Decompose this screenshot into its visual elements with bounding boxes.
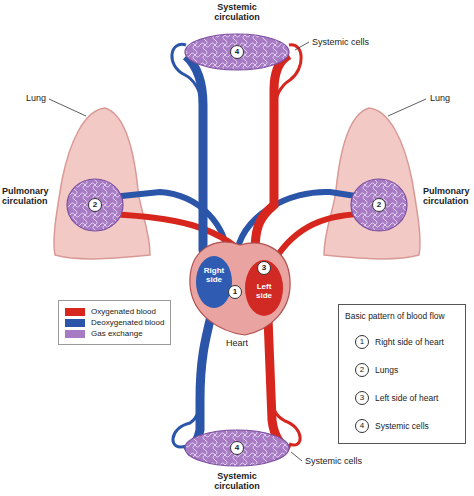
chamber-label: Right side	[201, 266, 227, 284]
part-label: Lung	[430, 93, 460, 103]
leader-line	[49, 99, 86, 116]
step-number: 4	[355, 419, 369, 433]
part-label: Systemic cells	[305, 456, 380, 466]
part-label: Systemic cells	[312, 37, 387, 47]
callout-number: 4	[230, 45, 244, 59]
region-title: Systemic circulation	[207, 2, 267, 23]
legend-entry: Deoxygenated blood	[65, 318, 164, 327]
legend: Oxygenated bloodDeoxygenated bloodGas ex…	[58, 300, 171, 345]
right-heart-chamber	[196, 256, 232, 308]
pulmonary-capillary-bed-right	[351, 179, 407, 231]
flow-box: Basic pattern of blood flow 1 Right side o…	[338, 304, 466, 444]
step-text: Left side of heart	[375, 393, 438, 403]
flow-step: 2 Lungs	[355, 363, 398, 377]
leader-line	[388, 99, 426, 116]
legend-text: Oxygenated blood	[91, 307, 156, 316]
step-number: 2	[355, 363, 369, 377]
step-text: Lungs	[375, 365, 398, 375]
legend-swatch	[65, 330, 85, 338]
leader-line	[295, 42, 309, 50]
heart-outline	[190, 242, 290, 335]
step-text: Systemic cells	[375, 421, 429, 431]
callout-number: 1	[228, 285, 242, 299]
part-label: Lung	[26, 93, 56, 103]
region-title: Pulmonary circulation	[423, 186, 473, 207]
systemic-capillary-bed-bottom	[185, 430, 289, 466]
aorta-descending	[268, 318, 289, 450]
left-lung	[54, 108, 150, 259]
step-number: 1	[355, 335, 369, 349]
flow-step: 4 Systemic cells	[355, 419, 429, 433]
legend-swatch	[65, 308, 85, 316]
legend-swatch	[65, 319, 85, 327]
flow-step: 3 Left side of heart	[355, 391, 438, 405]
legend-entry: Gas exchange	[65, 329, 164, 338]
left-heart-chamber	[245, 260, 283, 316]
callout-number: 4	[230, 441, 244, 455]
part-label: Heart	[217, 338, 257, 348]
right-lung	[324, 108, 420, 259]
superior-vena-cava	[186, 56, 214, 272]
pulmonary-capillary-bed-left	[67, 179, 123, 231]
systemic-capillary-bed-top	[185, 34, 289, 70]
legend-text: Deoxygenated blood	[91, 318, 164, 327]
region-title: Systemic circulation	[207, 471, 267, 492]
box-heading: Basic pattern of blood flow	[345, 311, 459, 321]
region-title: Pulmonary circulation	[2, 186, 54, 207]
callout-number: 3	[257, 261, 271, 275]
callout-number: 2	[88, 198, 102, 212]
flow-step: 1 Right side of heart	[355, 335, 444, 349]
callout-number: 2	[372, 198, 386, 212]
legend-text: Gas exchange	[91, 329, 143, 338]
chamber-label: Left side	[251, 282, 277, 300]
step-text: Right side of heart	[375, 337, 444, 347]
leader-line	[291, 452, 302, 461]
legend-entry: Oxygenated blood	[65, 307, 164, 316]
step-number: 3	[355, 391, 369, 405]
inferior-vena-cava	[186, 312, 212, 452]
